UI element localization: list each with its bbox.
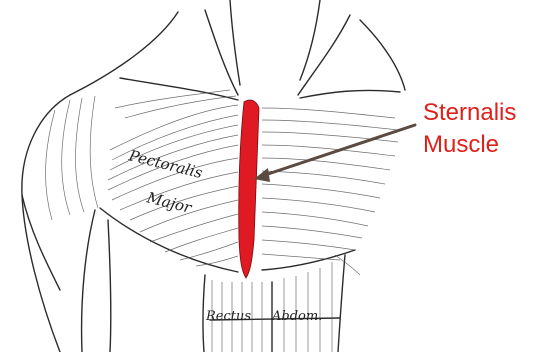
torso-outline [22, 0, 405, 352]
pectoralis-major-fibers [46, 90, 238, 266]
sternalis-muscle [239, 100, 259, 278]
label-major: Major [144, 188, 194, 217]
sternalis-callout: Sternalis Muscle [423, 97, 516, 161]
label-rectus: Rectus [205, 309, 251, 324]
callout-line-2: Muscle [423, 129, 516, 161]
rectus-abdominis-fibers [212, 255, 360, 352]
callout-arrow [254, 125, 415, 182]
callout-line-1: Sternalis [423, 97, 516, 129]
right-pectoral-fibers [262, 108, 398, 260]
label-abdom: Abdom. [271, 309, 322, 324]
